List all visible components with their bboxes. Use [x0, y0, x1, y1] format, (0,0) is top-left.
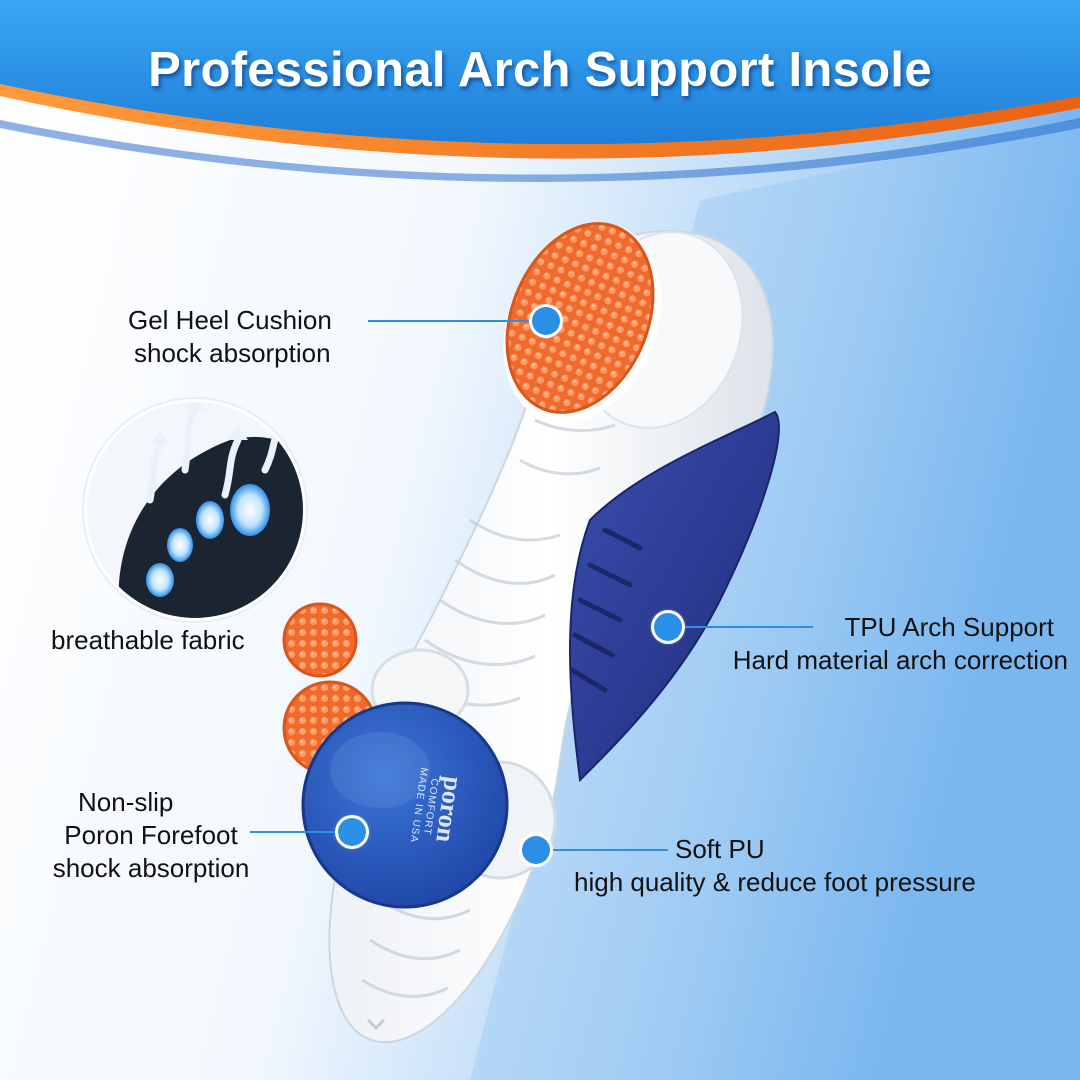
callout-lines — [250, 320, 813, 851]
callout-dot-icon — [654, 613, 682, 641]
callout-soft-pu-desc: high quality & reduce foot pressure — [574, 867, 976, 897]
callout-dot-icon — [338, 818, 366, 846]
callout-breathable: breathable fabric — [51, 624, 245, 657]
callout-gel-heel-desc: shock absorption — [134, 338, 331, 368]
callout-dot-icon — [532, 307, 560, 335]
breathable-fabric-zoom — [82, 397, 308, 623]
callout-gel-heel-title: Gel Heel Cushion — [128, 305, 332, 335]
callout-non-slip-title: Non-slip — [78, 787, 174, 817]
heel-gel-pad — [503, 222, 662, 424]
poron-forefoot-pad — [301, 701, 509, 909]
callout-non-slip: Non-slip Poron Forefoot shock absorption — [38, 786, 264, 885]
callout-soft-pu-title: Soft PU — [675, 834, 765, 864]
arch-support-pad — [569, 410, 780, 783]
callout-non-slip-material: Poron Forefoot — [64, 820, 238, 850]
airflow-arrow-icon — [146, 406, 286, 504]
callout-tpu-arch-desc: Hard material arch correction — [732, 645, 1068, 675]
callout-gel-heel: Gel Heel Cushion shock absorption — [128, 304, 332, 370]
callout-dot-icon — [522, 836, 550, 864]
callout-tpu-arch: TPU Arch Support Hard material arch corr… — [733, 611, 1068, 677]
poron-print: poron COMFORT MADE IN USA — [366, 754, 468, 856]
forefoot-gel-pad — [282, 602, 378, 776]
callout-soft-pu: Soft PU high quality & reduce foot press… — [574, 833, 976, 899]
callout-tpu-arch-title: TPU Arch Support — [844, 612, 1054, 642]
callout-breathable-title: breathable fabric — [51, 625, 245, 655]
callout-non-slip-desc: shock absorption — [52, 853, 250, 883]
page-title: Professional Arch Support Insole — [148, 43, 932, 97]
